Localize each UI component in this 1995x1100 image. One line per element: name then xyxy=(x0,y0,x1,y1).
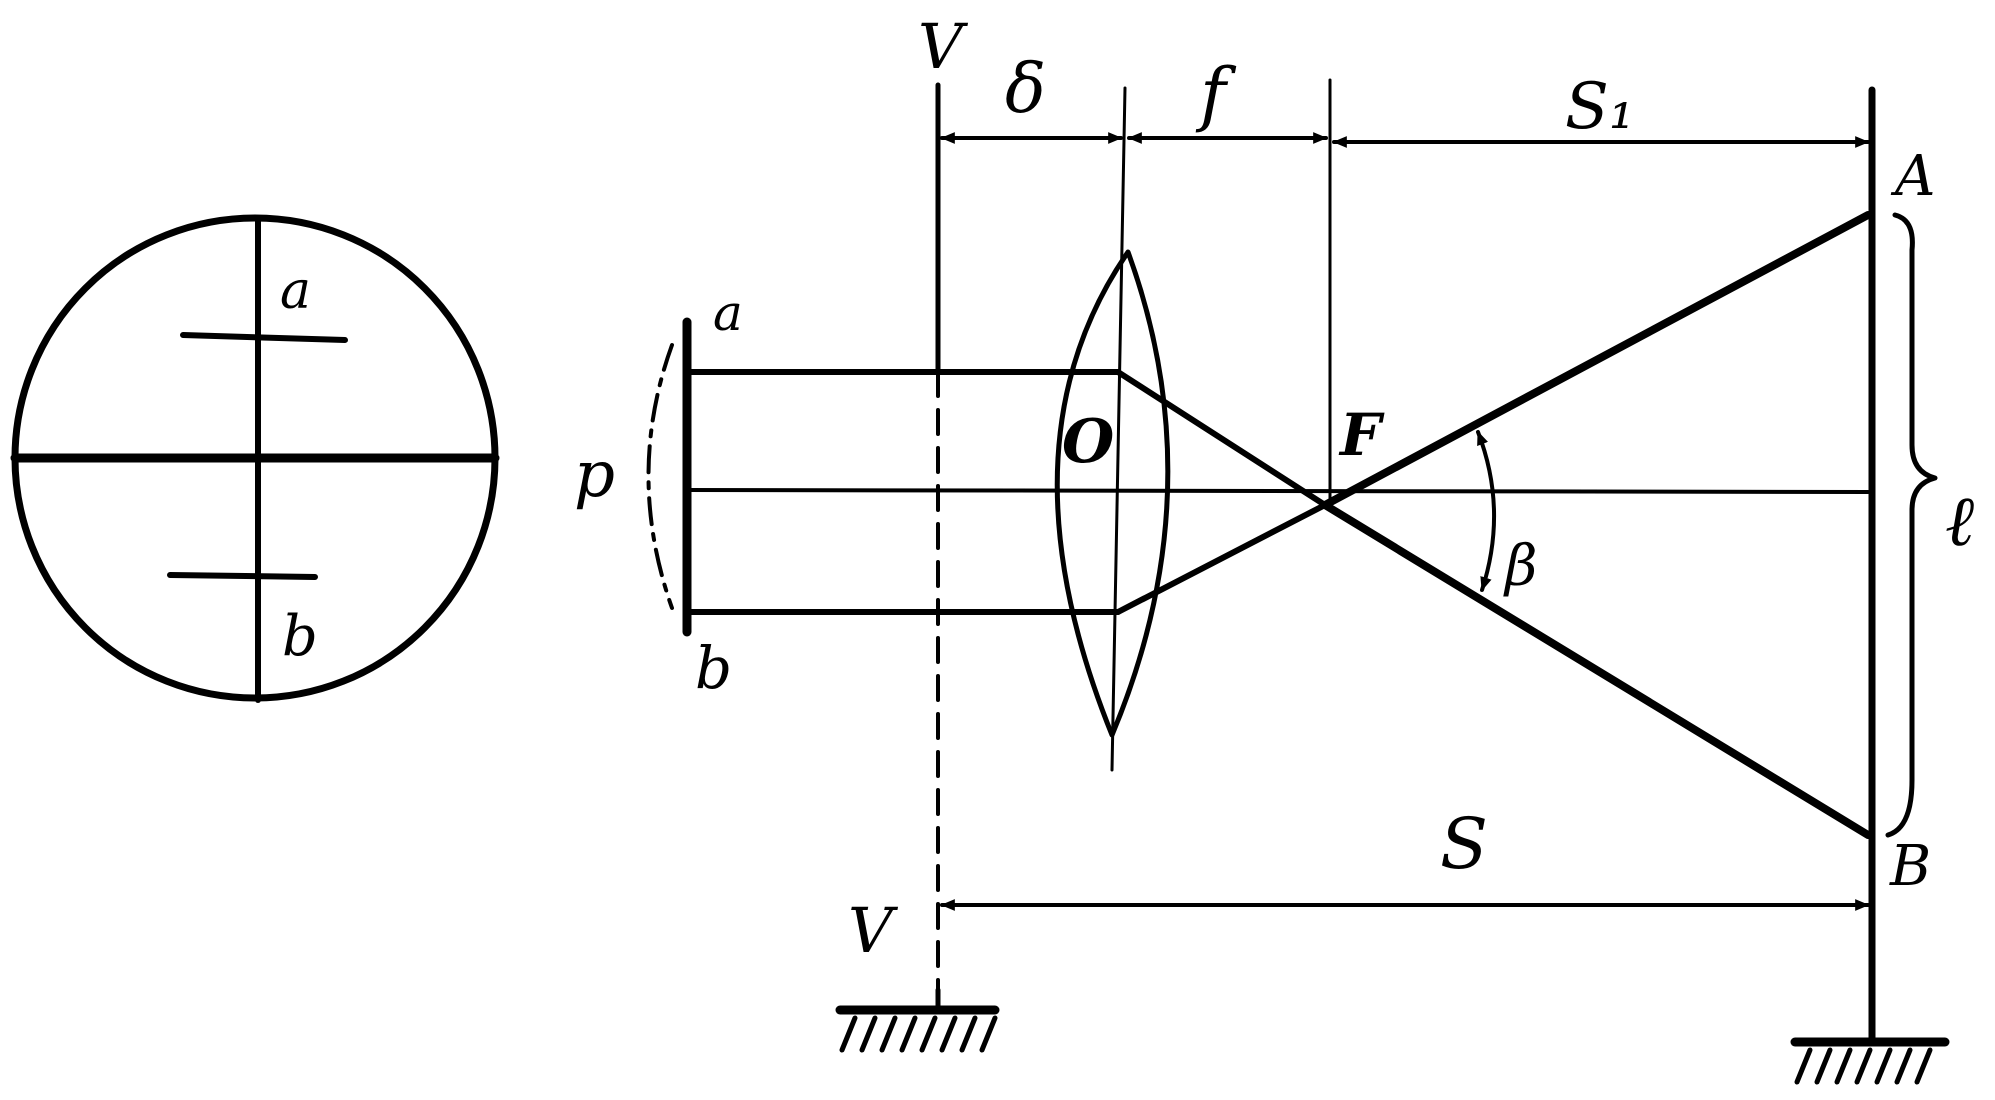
l-brace xyxy=(1885,212,1938,838)
point-b-label: B xyxy=(1889,834,1931,899)
object-label-b: b xyxy=(695,634,732,702)
focus-label: F xyxy=(1338,401,1385,469)
point-a-label: A xyxy=(1890,144,1935,209)
l-label: ℓ xyxy=(1945,480,1974,562)
ground-symbol-left xyxy=(835,1005,1000,1053)
beta-angle-arc xyxy=(1476,430,1497,592)
beta-label: β xyxy=(1503,534,1537,599)
rays xyxy=(684,211,1872,839)
ground-symbol-right xyxy=(1790,1037,1950,1085)
delta-label: δ xyxy=(1005,50,1046,129)
reticle-label-b: b xyxy=(282,604,318,669)
s-label: S xyxy=(1440,803,1488,885)
optical-axis xyxy=(685,488,1870,494)
reference-line-vv: V V xyxy=(848,10,969,1013)
reticle-label-a: a xyxy=(280,261,311,321)
ray-lower-to-focus xyxy=(1115,502,1328,615)
v-bottom-label: V xyxy=(848,894,899,967)
lens-outline xyxy=(1054,249,1171,738)
object: a b p xyxy=(574,284,743,702)
v-top-label: V xyxy=(918,10,969,83)
ray-focus-to-a xyxy=(1321,211,1872,509)
object-label-p: p xyxy=(574,438,615,512)
lens-center-label: O xyxy=(1062,407,1114,477)
object-label-a: a xyxy=(713,284,743,342)
s1-label: S₁ xyxy=(1565,70,1635,144)
lens-axis xyxy=(1110,86,1127,772)
ray-focus-to-b xyxy=(1321,501,1872,839)
screen: A B ℓ xyxy=(1868,86,1974,1046)
reticle-tick-a xyxy=(180,332,348,343)
f-label: f xyxy=(1195,53,1237,135)
object-arc-p xyxy=(646,343,674,610)
top-dimensions: δ f S₁ xyxy=(940,50,1870,148)
ray-upper-to-focus xyxy=(1115,369,1328,508)
lens: O xyxy=(1054,86,1171,772)
reticle-tick-b xyxy=(167,572,318,580)
reticle: a b xyxy=(10,214,500,703)
